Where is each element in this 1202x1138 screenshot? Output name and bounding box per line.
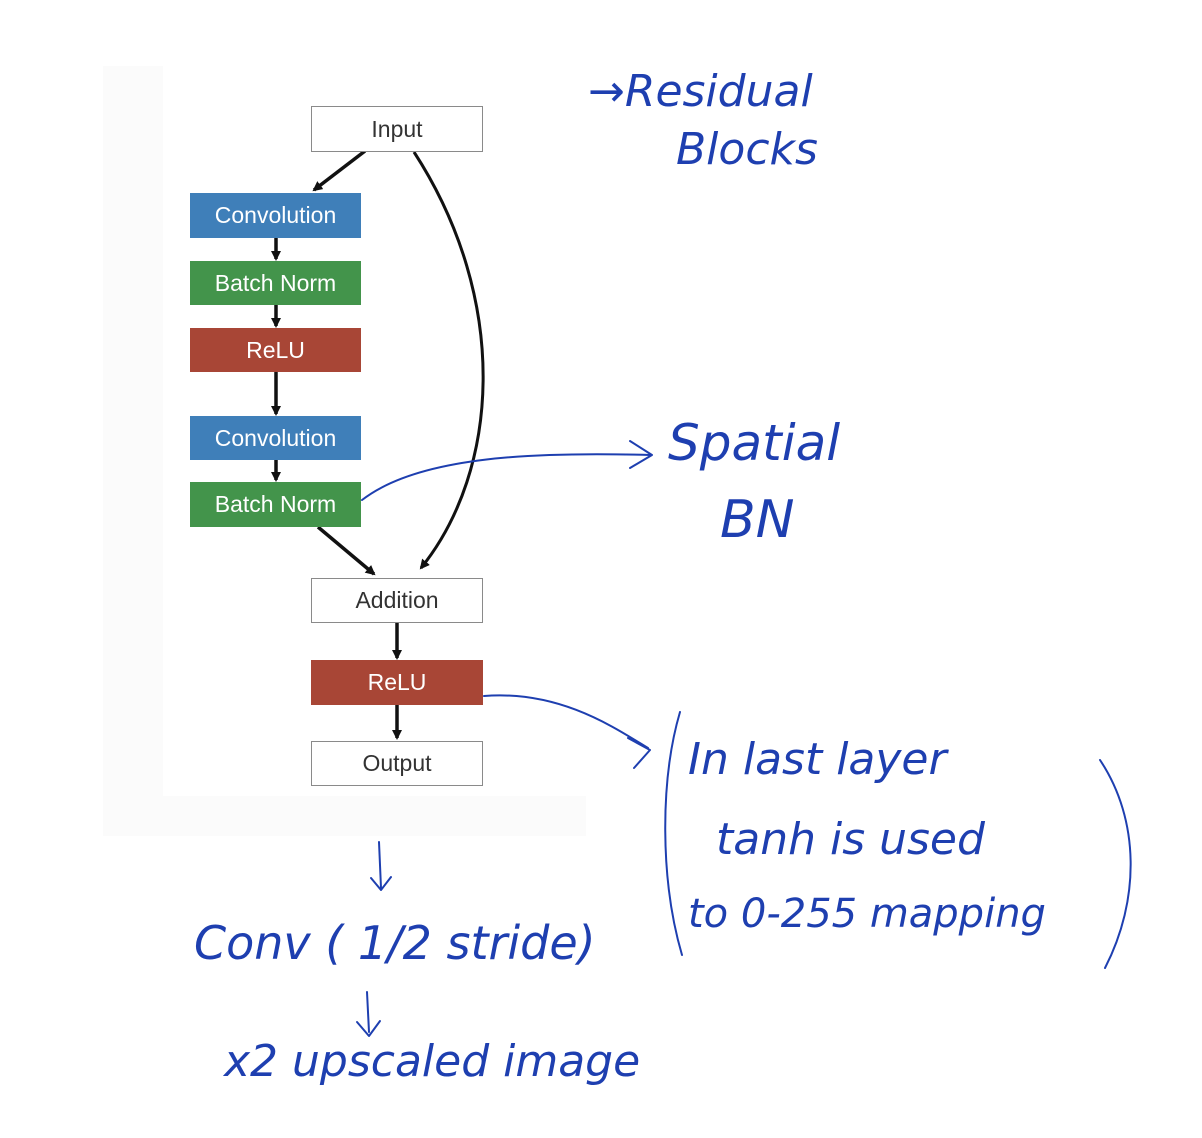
annotation-residual: →Residual — [588, 66, 813, 117]
node-batch-norm-1: Batch Norm — [190, 261, 361, 305]
node-relu-2: ReLU — [311, 660, 483, 705]
relu-arrowhead — [627, 737, 651, 769]
arrow-skip-connection — [412, 151, 485, 570]
node-convolution-2: Convolution — [190, 416, 361, 460]
left-paren-stroke — [664, 711, 683, 956]
annotation-spatial: Spatial — [668, 414, 841, 472]
annotation-bn: BN — [720, 490, 795, 550]
down-arrow-1-shaft — [378, 841, 382, 889]
node-input: Input — [311, 106, 483, 152]
annotation-upscaled: x2 upscaled image — [224, 1036, 641, 1087]
node-batch-norm-2: Batch Norm — [190, 482, 361, 527]
down-arrow-2-shaft — [366, 991, 370, 1033]
relu-pointer-curve — [483, 694, 649, 749]
node-output: Output — [311, 741, 483, 786]
node-relu-1: ReLU — [190, 328, 361, 372]
down-arrow-1-head — [370, 876, 392, 891]
annotation-blocks: Blocks — [676, 124, 818, 175]
arrow-input-conv1 — [312, 149, 367, 192]
annotation-mapping: to 0-255 mapping — [688, 891, 1046, 937]
node-addition: Addition — [311, 578, 483, 623]
annotation-tanh: tanh is used — [716, 814, 985, 865]
arrow-bn2-addition — [316, 525, 376, 576]
down-arrow-2-head — [356, 1020, 381, 1037]
spatial-bn-arrowhead — [629, 440, 653, 469]
spatial-bn-pointer-curve — [361, 453, 651, 501]
node-convolution-1: Convolution — [190, 193, 361, 238]
annotation-last-layer: In last layer — [688, 734, 947, 785]
right-paren-stroke — [1099, 759, 1132, 969]
annotation-conv-stride: Conv ( 1/2 stride) — [194, 916, 596, 970]
